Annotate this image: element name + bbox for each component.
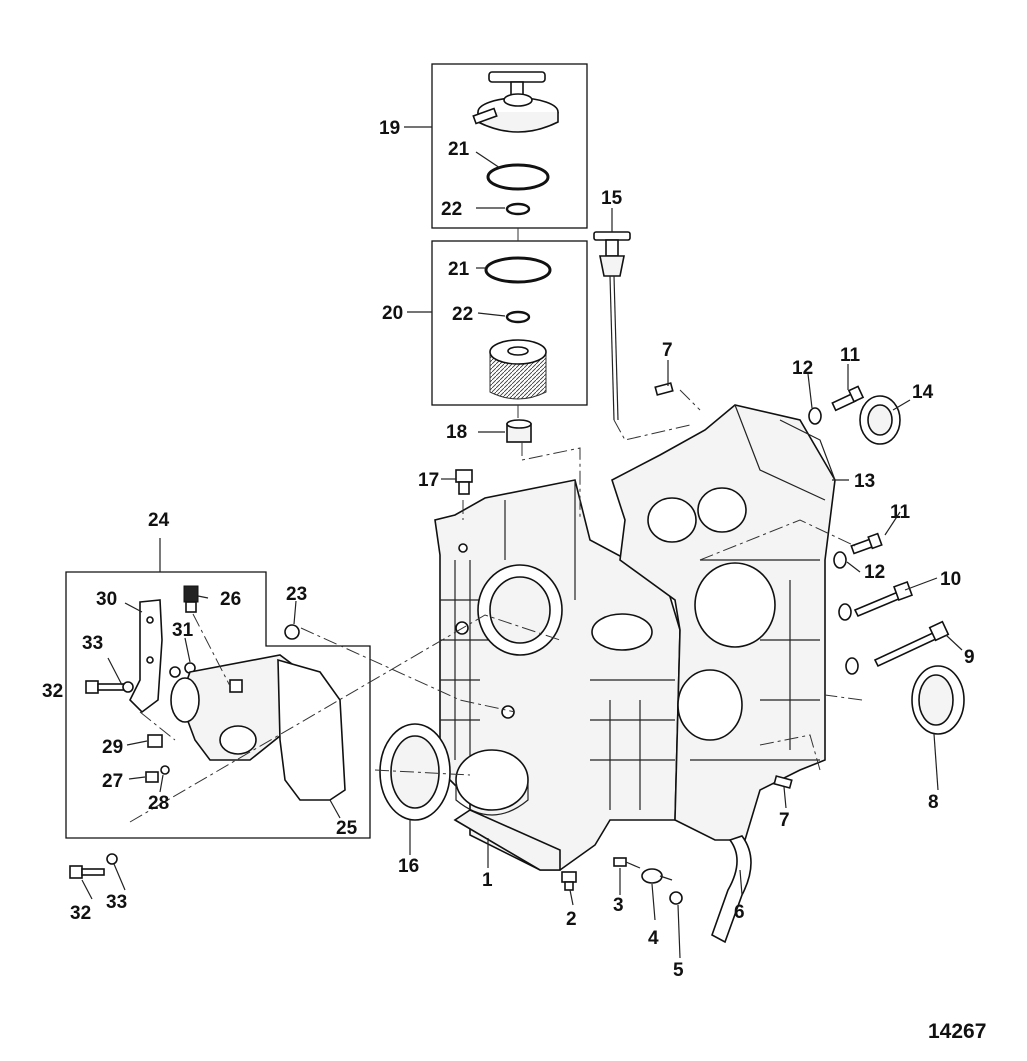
drain-plug-part bbox=[506, 419, 532, 443]
washer-part bbox=[169, 666, 181, 678]
callout-11: 11 bbox=[840, 345, 861, 366]
washer-part bbox=[160, 765, 170, 775]
washer-part bbox=[833, 551, 847, 569]
washer-part bbox=[838, 603, 852, 621]
thermostat-housing-part bbox=[170, 654, 301, 761]
o-ring-part bbox=[486, 163, 550, 191]
callout-33: 33 bbox=[106, 892, 127, 913]
callout-6: 6 bbox=[734, 902, 745, 923]
callout-14: 14 bbox=[912, 382, 934, 403]
dowel-pin-part bbox=[773, 775, 793, 789]
gearcase-housing-part bbox=[434, 479, 681, 871]
callout-21: 21 bbox=[448, 259, 470, 280]
mounting-bracket-part bbox=[129, 599, 163, 714]
kit-box-24 bbox=[65, 571, 371, 839]
callout-17: 17 bbox=[418, 470, 439, 491]
small-ring-part bbox=[505, 202, 531, 216]
callout-31: 31 bbox=[172, 620, 194, 641]
bolt-part bbox=[831, 385, 865, 412]
sensor-switch-part bbox=[183, 585, 199, 613]
seal-ring-part bbox=[911, 665, 965, 735]
o-ring-part bbox=[484, 256, 552, 284]
small-ring-part bbox=[505, 310, 531, 324]
rear-cover-part bbox=[611, 404, 836, 841]
callout-29: 29 bbox=[102, 737, 123, 758]
nut-part bbox=[284, 624, 300, 640]
callout-16: 16 bbox=[398, 856, 419, 877]
long-bolt-part bbox=[853, 581, 913, 618]
dowel-pin-part bbox=[654, 382, 674, 396]
clamp-part bbox=[641, 868, 673, 884]
callout-1: 1 bbox=[482, 870, 493, 891]
bolt-part bbox=[850, 532, 883, 555]
callout-13: 13 bbox=[854, 471, 875, 492]
callout-30: 30 bbox=[96, 589, 117, 610]
fitting-part bbox=[147, 734, 163, 748]
dipstick-part bbox=[593, 231, 631, 421]
bolt-part bbox=[69, 865, 105, 879]
callout-8: 8 bbox=[928, 792, 939, 813]
callout-18: 18 bbox=[446, 422, 467, 443]
callout-15: 15 bbox=[601, 188, 623, 209]
washer-part bbox=[845, 657, 859, 675]
callout-12: 12 bbox=[792, 358, 813, 379]
callout-23: 23 bbox=[286, 584, 307, 605]
callout-2: 2 bbox=[566, 909, 577, 930]
callout-26: 26 bbox=[220, 589, 241, 610]
callout-9: 9 bbox=[964, 647, 975, 668]
screw-part bbox=[613, 857, 641, 869]
callout-10: 10 bbox=[940, 569, 961, 590]
washer-part bbox=[106, 853, 118, 865]
callout-7: 7 bbox=[662, 340, 673, 361]
seal-ring-part bbox=[379, 723, 451, 821]
callout-22: 22 bbox=[441, 199, 462, 220]
filter-element-part bbox=[489, 339, 547, 400]
callout-21: 21 bbox=[448, 139, 470, 160]
callout-4: 4 bbox=[648, 928, 659, 949]
callout-25: 25 bbox=[336, 818, 358, 839]
nut-part bbox=[669, 891, 683, 905]
callout-7: 7 bbox=[779, 810, 790, 831]
hose-part bbox=[711, 835, 752, 944]
filter-cap-part bbox=[472, 71, 559, 133]
long-bolt-part bbox=[873, 620, 950, 668]
callout-12: 12 bbox=[864, 562, 885, 583]
callout-3: 3 bbox=[613, 895, 624, 916]
callout-28: 28 bbox=[148, 793, 169, 814]
seal-ring-part bbox=[859, 395, 901, 445]
callout-11: 11 bbox=[890, 502, 911, 523]
callout-20: 20 bbox=[382, 303, 403, 324]
callout-32: 32 bbox=[42, 681, 63, 702]
callout-5: 5 bbox=[673, 960, 684, 981]
callout-19: 19 bbox=[379, 118, 400, 139]
plug-part bbox=[455, 469, 473, 495]
washer-part bbox=[122, 681, 134, 693]
washer-part bbox=[808, 407, 822, 425]
plug-part bbox=[561, 871, 577, 891]
callout-32: 32 bbox=[70, 903, 91, 924]
figure-number: 14267 bbox=[928, 1020, 986, 1043]
kit-box-19 bbox=[431, 63, 588, 229]
kit-box-20 bbox=[431, 240, 588, 406]
fitting-part bbox=[145, 771, 159, 783]
bolt-part bbox=[85, 680, 125, 694]
callout-24: 24 bbox=[148, 510, 170, 531]
callout-33: 33 bbox=[82, 633, 103, 654]
callout-27: 27 bbox=[102, 771, 123, 792]
callout-22: 22 bbox=[452, 304, 473, 325]
